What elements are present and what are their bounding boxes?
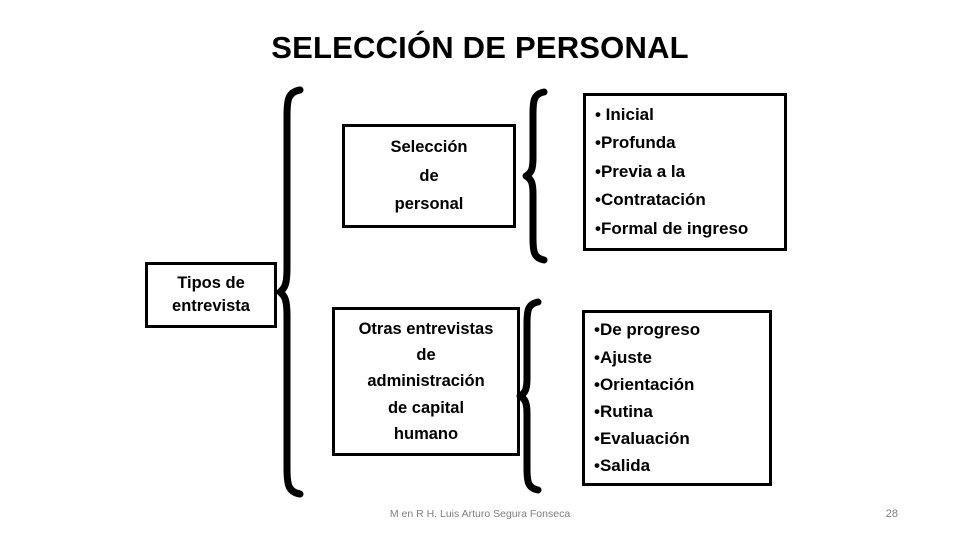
list-item: •Evaluación bbox=[594, 429, 690, 449]
footer-credit: M en R H. Luis Arturo Segura Fonseca bbox=[389, 508, 571, 520]
node-line: Tipos de bbox=[177, 274, 245, 293]
node-otras-entrevistas[interactable]: Otras entrevistas de administración de c… bbox=[332, 307, 520, 456]
node-line: de bbox=[416, 345, 436, 364]
list-item: •Rutina bbox=[594, 402, 653, 421]
node-seleccion-tipos-list[interactable]: • Inicial •Profunda •Previa a la •Contra… bbox=[583, 93, 787, 251]
node-line: de bbox=[419, 166, 439, 185]
node-tipos-de-entrevista[interactable]: Tipos de entrevista bbox=[145, 262, 277, 328]
list-item: •Previa a la bbox=[595, 161, 686, 181]
brace-root-icon bbox=[276, 86, 304, 498]
node-line: administración bbox=[367, 372, 485, 391]
list-item: • Inicial bbox=[595, 105, 654, 125]
list-item: •Ajuste bbox=[594, 347, 652, 367]
node-line: entrevista bbox=[172, 297, 250, 315]
node-seleccion-de-personal[interactable]: Selección de personal bbox=[342, 124, 516, 228]
node-line: Otras entrevistas bbox=[358, 319, 494, 338]
node-line: humano bbox=[393, 425, 459, 444]
list-item: •Profunda bbox=[595, 133, 676, 153]
brace-seleccion-icon bbox=[522, 88, 548, 264]
page-title: SELECCIÓN DE PERSONAL bbox=[271, 30, 689, 65]
list-item: •Salida bbox=[594, 456, 651, 476]
node-line: Selección bbox=[390, 138, 468, 157]
node-line: personal bbox=[394, 195, 464, 214]
page-number: 28 bbox=[885, 508, 898, 520]
list-item: •De progreso bbox=[594, 320, 701, 340]
brace-otras-icon bbox=[516, 298, 542, 494]
node-otras-tipos-list[interactable]: •De progreso •Ajuste •Orientación •Rutin… bbox=[582, 310, 772, 486]
list-item: •Contratación bbox=[595, 190, 706, 210]
node-line: de capital bbox=[387, 398, 465, 417]
list-item: •Formal de ingreso bbox=[595, 218, 749, 238]
list-item: •Orientación bbox=[594, 374, 695, 394]
